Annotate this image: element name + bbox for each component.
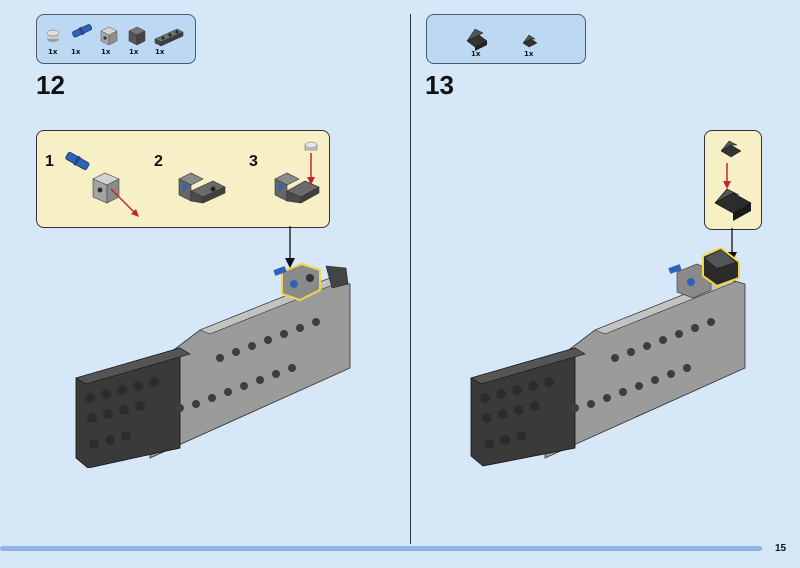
gray-technic-brick-icon: [100, 26, 118, 46]
round-plate-light-gray-icon: [46, 29, 60, 42]
new-part-highlight: [702, 248, 740, 288]
page-footer-bar: [0, 546, 762, 551]
round-plate-light-gray-icon: [304, 141, 318, 151]
part-qty: 1x: [471, 50, 481, 58]
page-number: 15: [775, 543, 787, 554]
step-number-13: 13: [425, 70, 454, 100]
slope-stack-illustration: [714, 140, 752, 221]
black-slope-large-icon: [714, 188, 752, 221]
black-slope-small-icon: [522, 34, 538, 48]
new-part-highlight: [273, 262, 321, 302]
subassembly-callout: [704, 130, 762, 230]
arrow-head-icon: [723, 181, 731, 189]
black-slope-small-icon: [720, 140, 742, 158]
arrow-head-icon: [131, 209, 139, 217]
substep-number: 1: [45, 153, 54, 170]
parts-list-step-13: 1x 1x: [426, 14, 586, 64]
callout-pointer-icon: [285, 226, 295, 268]
blue-pin-icon: [72, 24, 93, 38]
part-qty: 1x: [129, 48, 139, 56]
dark-gray-brick-icon: [128, 26, 146, 46]
blue-pin-icon: [65, 151, 90, 171]
part-qty: 1x: [155, 48, 165, 56]
gray-technic-brick-icon: [92, 172, 120, 204]
parts-icons: [466, 28, 538, 51]
part-qty: 1x: [71, 48, 81, 56]
part-qty: 1x: [48, 48, 58, 56]
part-qty: 1x: [101, 48, 111, 56]
step-number-12: 12: [36, 70, 65, 100]
model-assembly-step-12: [75, 262, 351, 468]
dark-gray-bracket-icon: [154, 28, 184, 47]
parts-list-step-12: 1x 1x 1x 1x 1x: [36, 14, 196, 64]
part-qty: 1x: [524, 50, 534, 58]
arrow-icon: [110, 188, 138, 216]
black-slope-large-icon: [466, 28, 488, 51]
subassembly-illustration: [65, 141, 320, 217]
parts-icons: [46, 24, 184, 47]
arrow-head-icon: [307, 177, 315, 185]
page-divider: [410, 14, 411, 544]
substep-number: 3: [249, 153, 258, 170]
model-assembly-step-13: [470, 248, 746, 467]
bracket-assembly-icon: [178, 172, 226, 204]
subassembly-callout: 1 2 3: [36, 130, 330, 228]
substep-number: 2: [154, 153, 163, 170]
